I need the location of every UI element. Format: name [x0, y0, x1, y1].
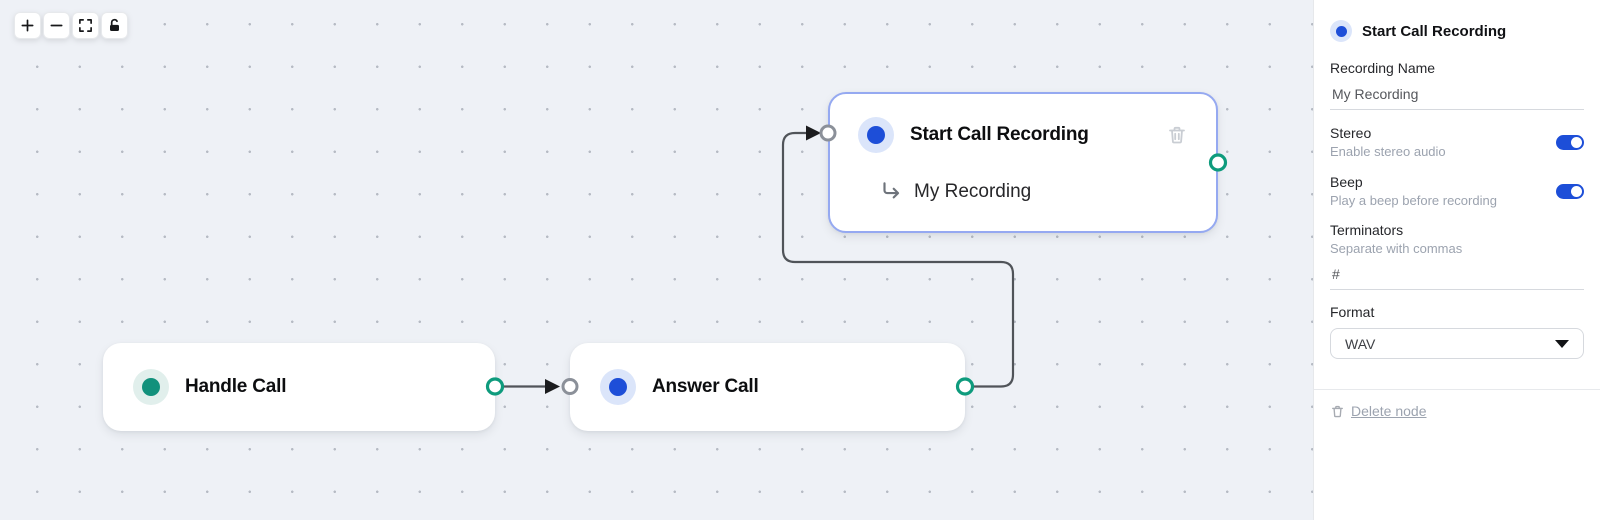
stereo-description: Enable stereo audio [1330, 144, 1446, 159]
node-subtitle: My Recording [914, 181, 1032, 202]
unlock-icon [110, 18, 119, 32]
branch-arrow-icon [883, 182, 900, 199]
panel-header: Start Call Recording [1330, 20, 1584, 42]
terminators-label: Terminators [1330, 222, 1404, 238]
terminators-description: Separate with commas [1330, 241, 1463, 256]
flow-canvas[interactable]: Handle Call Answer Call Start Call Recor… [0, 0, 1313, 520]
beep-toggle[interactable] [1556, 183, 1584, 199]
beep-label: Beep [1330, 174, 1363, 190]
panel-title: Start Call Recording [1362, 22, 1507, 40]
node-handle-call[interactable]: Handle Call [103, 343, 495, 431]
node-title: Start Call Recording [910, 124, 1089, 145]
beep-row: Beep Play a beep before recording [1330, 174, 1584, 208]
node-accent-icon [600, 369, 636, 405]
node-title: Handle Call [185, 376, 287, 397]
node-accent-icon [1330, 20, 1352, 42]
zoom-out-button[interactable] [43, 12, 70, 39]
stereo-label: Stereo [1330, 125, 1372, 141]
recording-name-label: Recording Name [1330, 60, 1436, 76]
fit-view-icon [79, 19, 92, 32]
delete-node-label: Delete node [1351, 403, 1427, 419]
node-start-call-recording[interactable]: Start Call Recording My Recording [828, 92, 1218, 233]
node-answer-call[interactable]: Answer Call [570, 343, 965, 431]
edge-arrowhead [806, 125, 821, 141]
canvas-toolbar [14, 12, 128, 39]
lock-button[interactable] [101, 12, 128, 39]
properties-panel: Start Call Recording Recording Name Ster… [1313, 0, 1600, 520]
fit-view-button[interactable] [72, 12, 99, 39]
format-label: Format [1330, 304, 1375, 320]
zoom-in-button[interactable] [14, 12, 41, 39]
stereo-row: Stereo Enable stereo audio [1330, 125, 1584, 159]
chevron-down-icon [1555, 339, 1569, 348]
plus-icon [21, 19, 34, 32]
stereo-toggle[interactable] [1556, 134, 1584, 150]
format-select[interactable]: WAV [1330, 328, 1584, 359]
beep-description: Play a beep before recording [1330, 193, 1497, 208]
node-accent-icon [133, 369, 169, 405]
node-accent-icon [858, 117, 894, 153]
recording-name-input[interactable] [1330, 76, 1584, 110]
edges-layer [485, 124, 1228, 396]
edge-arrowhead [545, 379, 560, 394]
trash-icon[interactable] [1166, 124, 1188, 146]
edge-handle-to-answer[interactable] [503, 379, 560, 394]
node-title: Answer Call [652, 376, 759, 397]
delete-node-button[interactable]: Delete node [1330, 403, 1584, 419]
panel-divider [1314, 389, 1600, 390]
terminators-input[interactable] [1330, 256, 1584, 290]
format-selected-value: WAV [1345, 335, 1376, 352]
trash-icon [1332, 405, 1343, 417]
minus-icon [50, 24, 63, 27]
